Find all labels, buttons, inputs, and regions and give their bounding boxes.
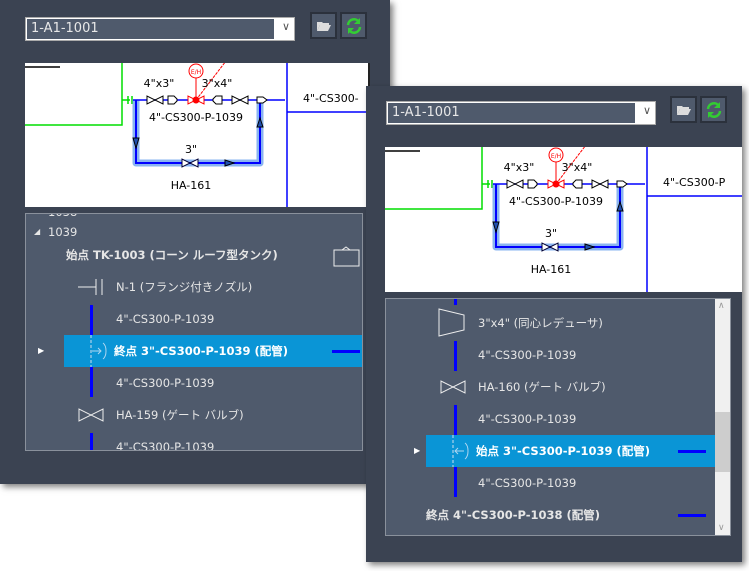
- folder-open-icon: [676, 105, 691, 115]
- bypass-size-label: 3": [185, 143, 197, 156]
- pipe-tree[interactable]: 1038 ◢1039 始点 TK-1003 (コーン ルーフ型タンク) N-1 …: [25, 213, 363, 451]
- open-folder-button[interactable]: [310, 12, 337, 39]
- tree-item-gate-valve[interactable]: HA-159 (ゲート バルブ): [26, 399, 362, 431]
- refresh-icon: [706, 101, 721, 118]
- tree-item-start-pipe-selected[interactable]: ▶ 始点 3"-CS300-P-1039 (配管): [414, 435, 715, 467]
- line-number-label: 4"-CS300-P-1039: [149, 111, 243, 124]
- pid-drawing: E/H 4"x3" 3"x4" 4"-CS300-P-1039 3" HA-16…: [385, 147, 742, 292]
- concentric-reducer-icon: [438, 308, 465, 337]
- offpage-line-label: 4"-CS300-: [303, 92, 359, 105]
- reducer-label-1: 4"x3": [144, 77, 175, 90]
- open-folder-button[interactable]: [670, 96, 697, 123]
- bypass-size-label: 3": [545, 227, 557, 240]
- valve-tag-label: HA-161: [531, 263, 572, 276]
- tree-group-1039[interactable]: ◢1039: [26, 222, 362, 242]
- pid-diagram-view[interactable]: E/H 4"x3" 3"x4" 4"-CS300-P-1039 3" HA-16…: [385, 147, 742, 292]
- refresh-button[interactable]: [700, 96, 727, 123]
- chevron-down-icon[interactable]: ∨: [642, 104, 651, 117]
- tree-item-pipe[interactable]: 4"-CS300-P-1039: [386, 403, 730, 435]
- drawing-combobox-value: 1-A1-1001: [27, 19, 274, 39]
- pipe-navigator-panel-2: 1-A1-1001 ∨ E/H 4"x3" 3"x4" 4"-CS300-P-1…: [366, 86, 742, 562]
- gate-valve-icon: [78, 408, 104, 422]
- tree-item-nozzle[interactable]: N-1 (フランジ付きノズル): [26, 271, 362, 303]
- folder-open-icon: [316, 21, 331, 31]
- eh-label: E/H: [551, 153, 561, 160]
- pipe-line-icon: [454, 467, 457, 497]
- tree-item-gate-valve[interactable]: HA-160 (ゲート バルブ): [386, 371, 730, 403]
- tree-scrollbar[interactable]: ∧ ∨: [715, 299, 730, 535]
- gate-valve-icon: [440, 380, 466, 394]
- expanded-triangle-icon[interactable]: ◢: [34, 227, 41, 236]
- valve-tag-label: HA-161: [171, 179, 212, 192]
- pipe-line-icon: [90, 367, 93, 397]
- pipe-line-icon: [454, 341, 457, 371]
- pipe-navigator-panel-1: 1-A1-1001 ∨ E/H 4"x3" 3"x4" 4"-CS300-P-1…: [0, 0, 390, 484]
- eh-label: E/H: [191, 69, 201, 76]
- tree-item-end-pipe[interactable]: 終点 4"-CS300-P-1038 (配管): [386, 499, 715, 531]
- line-number-label: 4"-CS300-P-1039: [509, 195, 603, 208]
- refresh-icon: [346, 17, 361, 34]
- pipe-line-icon: [90, 305, 93, 335]
- pipe-line-icon: [678, 450, 706, 453]
- pipe-line-icon: [332, 350, 360, 353]
- tree-item-end-pipe-selected[interactable]: ▶ 終点 3"-CS300-P-1039 (配管): [38, 335, 362, 367]
- reducer-label-2: 3"x4": [562, 161, 593, 174]
- connection-end-icon: [90, 335, 107, 367]
- drawing-combobox[interactable]: 1-A1-1001 ∨: [386, 101, 656, 125]
- tree-item-pipe[interactable]: 4"-CS300-P-1039: [26, 303, 362, 335]
- scroll-down-icon[interactable]: ∨: [718, 523, 725, 533]
- offpage-line-label: 4"-CS300-P: [663, 176, 726, 189]
- pid-diagram-view[interactable]: E/H 4"x3" 3"x4" 4"-CS300-P-1039 3" HA-16…: [25, 63, 370, 207]
- tree-group-1038[interactable]: 1038: [26, 214, 362, 222]
- scroll-up-icon[interactable]: ∧: [718, 301, 725, 311]
- tree-item-pipe[interactable]: 4"-CS300-P-1039: [386, 467, 730, 499]
- pipe-line-icon: [454, 405, 457, 435]
- reducer-label-2: 3"x4": [202, 77, 233, 90]
- pipe-line-icon: [90, 433, 93, 450]
- pid-drawing: E/H 4"x3" 3"x4" 4"-CS300-P-1039 3" HA-16…: [25, 63, 370, 207]
- connection-start-icon: [452, 435, 469, 467]
- pipe-tree[interactable]: 3"x4" (同心レデューサ) 4"-CS300-P-1039 HA-160 (…: [385, 298, 731, 536]
- scrollbar-thumb[interactable]: [715, 412, 730, 472]
- refresh-button[interactable]: [340, 12, 367, 39]
- tree-item-pipe[interactable]: 4"-CS300-P-1039: [26, 431, 362, 450]
- expand-triangle-icon[interactable]: ▶: [38, 346, 45, 355]
- tree-item-reducer[interactable]: 3"x4" (同心レデューサ): [386, 299, 730, 339]
- flange-nozzle-icon: [78, 279, 103, 295]
- chevron-down-icon[interactable]: ∨: [281, 20, 290, 33]
- tree-item-start-tank[interactable]: 始点 TK-1003 (コーン ルーフ型タンク): [26, 239, 362, 271]
- tree-item-pipe[interactable]: 4"-CS300-P-1039: [26, 367, 362, 399]
- expand-triangle-icon[interactable]: ▶: [414, 446, 421, 455]
- pipe-line-icon: [454, 299, 457, 305]
- drawing-combobox[interactable]: 1-A1-1001 ∨: [25, 17, 295, 41]
- tank-icon: [333, 246, 360, 267]
- reducer-label-1: 4"x3": [504, 161, 535, 174]
- drawing-combobox-value: 1-A1-1001: [388, 103, 635, 123]
- tree-item-pipe[interactable]: 4"-CS300-P-1039: [386, 339, 730, 371]
- pipe-line-icon: [678, 514, 706, 517]
